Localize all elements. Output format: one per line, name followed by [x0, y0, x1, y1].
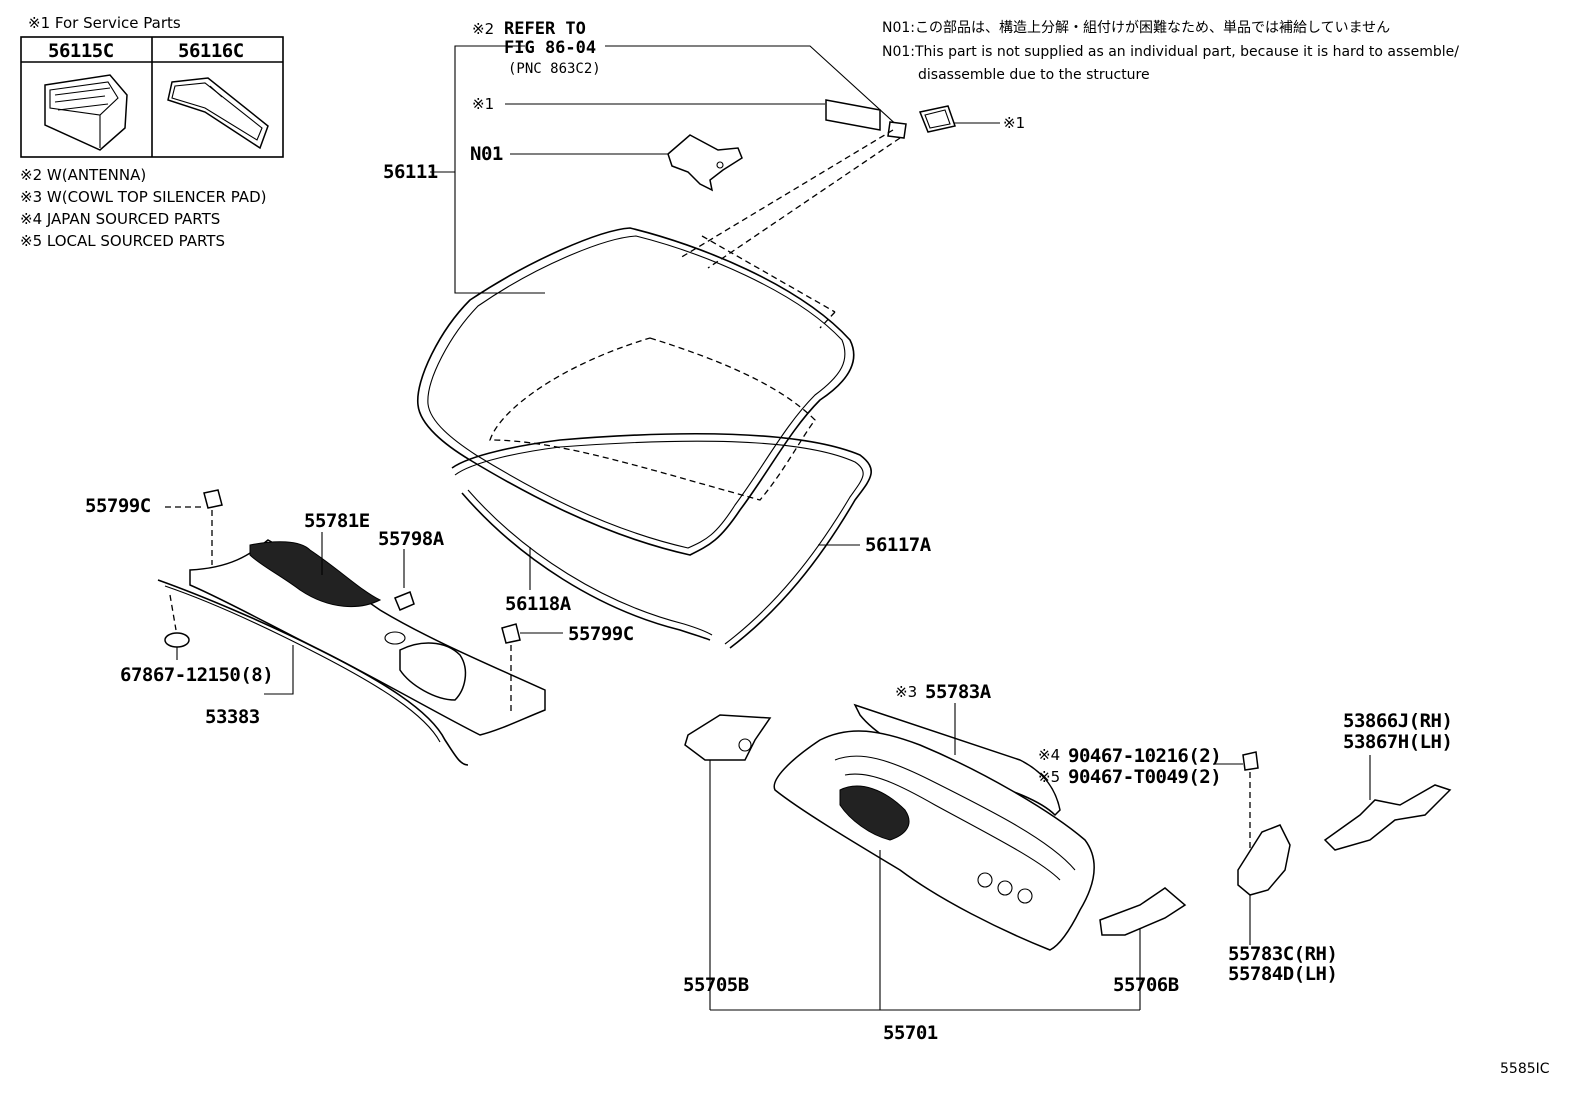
label-55783C: 55783C(RH)	[1228, 943, 1338, 965]
label-90467a: 90467-10216(2)	[1068, 745, 1222, 767]
label-55798A: 55798A	[378, 528, 444, 550]
legend-item-local: ※5 LOCAL SOURCED PARTS	[20, 232, 225, 250]
legend-item-antenna: ※2 W(ANTENNA)	[20, 166, 147, 184]
bracket-56111	[430, 45, 545, 294]
seal-53866J	[1323, 755, 1452, 851]
projection-dashes	[679, 129, 901, 329]
label-90467b: 90467-T0049(2)	[1068, 766, 1222, 788]
label-53867H: 53867H(LH)	[1343, 731, 1453, 753]
label-53866J: 53866J(RH)	[1343, 710, 1453, 732]
label-55705B: 55705B	[683, 974, 749, 996]
label-55783A: 55783A	[925, 681, 991, 703]
bracket-55706B	[1099, 887, 1187, 1005]
figure-code: 5585IC	[1500, 1061, 1550, 1077]
bracket-55783C	[1237, 824, 1291, 945]
cowl-seal-long	[157, 579, 469, 766]
label-55781E: 55781E	[304, 510, 370, 532]
label-55701: 55701	[883, 1022, 938, 1044]
cowl-panel-55701	[773, 730, 1095, 1005]
cowl-louver-53383	[189, 539, 546, 736]
label-56111: 56111	[383, 161, 438, 183]
antenna-pad	[825, 99, 907, 139]
service-parts-table	[20, 36, 284, 158]
label-55706B: 55706B	[1113, 974, 1179, 996]
note-n01-japanese: N01:この部品は、構造上分解・組付けが困難なため、単品では補給していません	[882, 20, 1391, 36]
label-55799C-left: 55799C	[85, 495, 151, 517]
leaders-left	[264, 532, 405, 695]
connector-service-part	[918, 105, 956, 133]
note-n01-english-1: N01:This part is not supplied as an indi…	[882, 44, 1459, 60]
n01-bracket	[667, 134, 743, 192]
part-56115C-drawing	[44, 74, 128, 151]
clip-55799C-right	[501, 623, 563, 715]
leaders-top	[505, 45, 1000, 155]
label-56117A: 56117A	[865, 534, 931, 556]
label-55799C-right: 55799C	[568, 623, 634, 645]
part-56116C-drawing	[167, 77, 269, 150]
label-90467a-mark: ※4	[1038, 746, 1061, 764]
label-55784D: 55784D(LH)	[1228, 963, 1338, 985]
label-55783A-mark: ※3	[895, 683, 918, 701]
bracket-55701-baseline	[709, 1005, 1141, 1011]
clip-55799C-left	[165, 489, 223, 565]
legend-item-silencer: ※3 W(COWL TOP SILENCER PAD)	[20, 188, 267, 206]
label-56118A: 56118A	[505, 593, 571, 615]
service-col-56115C: 56115C	[48, 40, 114, 62]
label-53383: 53383	[205, 706, 260, 728]
refer-mark: ※2	[472, 20, 495, 38]
clip-67867	[164, 594, 190, 660]
label-service-mark-1: ※1	[472, 95, 495, 113]
label-90467b-mark: ※5	[1038, 768, 1061, 786]
molding-56117A	[451, 432, 872, 649]
bolt-90467	[1213, 751, 1259, 855]
refer-line-3: (PNC 863C2)	[508, 61, 601, 77]
label-67867: 67867-12150(8)	[120, 664, 274, 686]
service-parts-title: ※1 For Service Parts	[28, 14, 181, 32]
note-n01-english-2: disassemble due to the structure	[918, 67, 1150, 83]
molding-56118A	[461, 489, 713, 641]
refer-line-1: REFER TO	[504, 19, 586, 39]
label-service-mark-2: ※1	[1003, 114, 1026, 132]
service-col-56116C: 56116C	[178, 40, 244, 62]
refer-line-2: FIG 86-04	[504, 38, 597, 58]
label-n01: N01	[470, 143, 503, 165]
bracket-55705B	[684, 714, 772, 1005]
windshield-glass-56111	[417, 227, 855, 556]
legend-item-japan: ※4 JAPAN SOURCED PARTS	[20, 210, 221, 228]
